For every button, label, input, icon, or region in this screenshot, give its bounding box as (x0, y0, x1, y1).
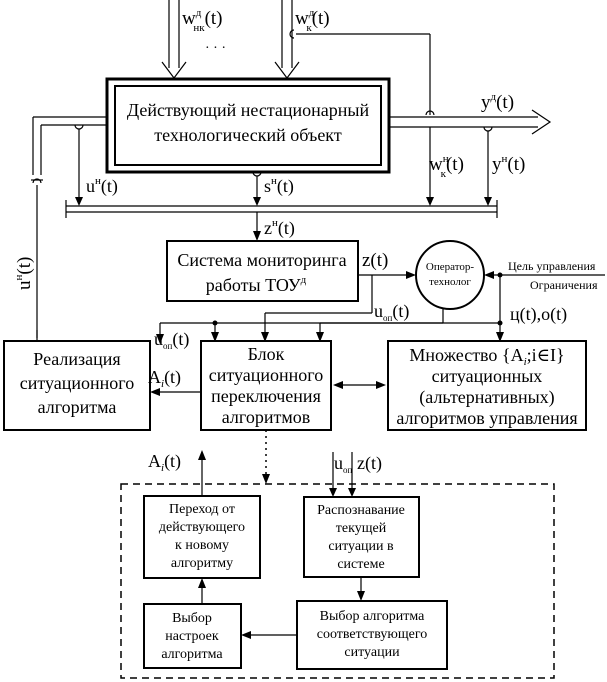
goal-line1: Цель управления (508, 259, 596, 273)
transition-line2: действующего (159, 520, 245, 535)
goal-input-line (484, 271, 605, 323)
goal-line2: Ограничения (530, 278, 598, 292)
signal-z-to-operator (358, 271, 416, 279)
choice-line3: ситуации (344, 645, 400, 660)
algorithm-set-block (387, 340, 587, 431)
switch-line4: алгоритмов (222, 407, 310, 427)
set-line3: (альтернативных) (419, 387, 554, 408)
recognition-to-choice (357, 577, 365, 601)
object-title-line1: Действующий нестационарный (127, 100, 370, 120)
detail-dashed-frame (120, 483, 555, 679)
output-y-n-line (483, 126, 493, 206)
monitoring-line2: работы ТОУд (206, 274, 307, 295)
settings-block (143, 603, 242, 669)
signal-s-n-label: sн(t) (264, 175, 294, 197)
switch-line3: переключения (211, 386, 321, 406)
signal-a-i-arrow (150, 388, 201, 396)
realization-line1: Реализация (33, 349, 120, 369)
signal-u-op-mid-label: uоп(t) (374, 301, 409, 323)
transition-block (143, 495, 261, 579)
feedback-u-n-label: uн(t) (13, 257, 35, 290)
settings-line3: алгоритма (161, 647, 223, 662)
operator-circle (415, 240, 485, 310)
inputs-ellipsis: · · · (205, 41, 226, 56)
signal-u-n-tap (74, 124, 84, 206)
operator-line1: Оператор- (426, 261, 474, 273)
realization-line2: ситуационного (20, 373, 134, 393)
settings-line1: Выбор (172, 611, 212, 626)
signal-z-n-label: zн(t) (264, 217, 295, 239)
detail-link-arrow (262, 474, 270, 484)
transition-line1: Переход от (169, 502, 235, 517)
switch-line1: Блок (248, 344, 285, 364)
signal-z-label: z(t) (362, 250, 388, 271)
recognition-line2: текущей (336, 521, 387, 536)
settings-to-transition (198, 578, 206, 604)
set-line2: ситуационных (432, 366, 543, 386)
output-y-d-arrow (389, 109, 552, 135)
measurement-bus (65, 200, 498, 218)
output-y-d-label: yд(t) (481, 91, 514, 113)
operator-line2: технолог (429, 276, 471, 288)
recognition-line1: Распознавание (317, 503, 405, 518)
output-w-kn-line (426, 127, 434, 206)
settings-line2: настроек (165, 629, 219, 644)
set-line4: алгоритмов управления (396, 408, 577, 428)
a-i-out-arrow (198, 450, 206, 495)
choice-line2: соответствующего (317, 627, 428, 642)
realization-line3: алгоритма (38, 397, 117, 417)
u-op-z-in-arrows (329, 452, 356, 497)
feedback-u-n-line (31, 116, 107, 338)
switch-line2: ситуационного (209, 365, 323, 385)
signal-z-to-switch (261, 275, 373, 342)
technological-object-box (105, 77, 391, 174)
signal-u-op-top-label: uоп(t) (154, 329, 189, 351)
recognition-line3: ситуации в (328, 539, 394, 554)
choice-line1: Выбор алгоритма (320, 609, 425, 624)
output-y-n-label: yн(t) (492, 153, 525, 175)
monitoring-system-box (166, 240, 359, 302)
set-line1: Множество {Ai;i∈I} (409, 345, 564, 368)
transition-line4: алгоритму (171, 556, 233, 571)
signal-u-op-bottom-label: uоп (334, 453, 353, 475)
recognition-line4: системе (337, 557, 384, 572)
signal-s-n-tap (252, 171, 262, 206)
signal-z-bottom-label: z(t) (357, 453, 382, 474)
realization-block (3, 340, 151, 431)
switch-set-link (333, 381, 386, 389)
signal-z-n-arrow (253, 212, 261, 241)
signal-a-i-bottom-label: Ai(t) (148, 451, 181, 474)
signal-c-o-label: ц(t),o(t) (510, 304, 567, 325)
monitoring-line1: Система мониторинга (177, 250, 346, 270)
choice-to-settings (241, 631, 297, 639)
signal-a-i-left-label: Ai(t) (148, 367, 181, 390)
signal-c-o-lines (316, 320, 504, 342)
object-title-line2: технологический объект (154, 125, 342, 145)
recognition-block (303, 496, 420, 578)
transition-line3: к новому (175, 538, 229, 553)
signal-u-n-label: uн(t) (86, 175, 118, 197)
